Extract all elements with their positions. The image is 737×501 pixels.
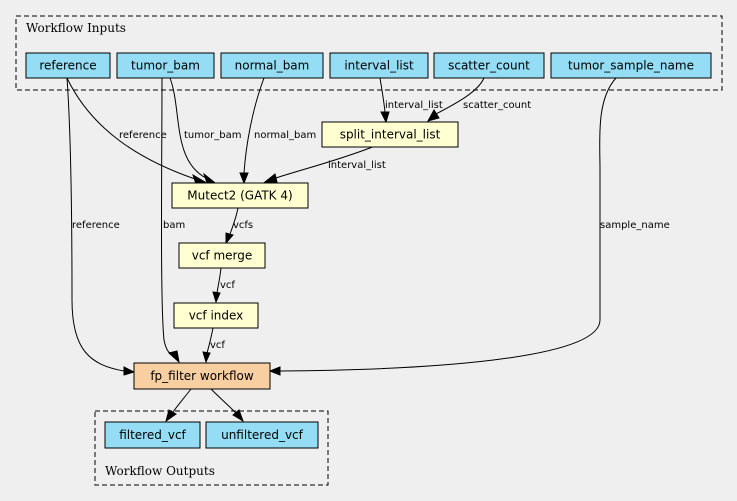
node-mutect2-label: Mutect2 (GATK 4) [187,189,292,203]
edge-label-tumor-bam: tumor_bam [184,130,241,141]
node-fp-filter-workflow[interactable]: fp_filter workflow [133,362,271,390]
node-unfiltered-vcf-label: unfiltered_vcf [221,428,304,442]
node-filtered-vcf[interactable]: filtered_vcf [104,421,201,449]
node-fp-filter-workflow-label: fp_filter workflow [150,369,254,383]
edge-interval-list-to-split: interval_list [379,77,443,124]
edge-label-interval-list: interval_list [385,100,443,111]
node-tumor-bam-label: tumor_bam [131,59,200,73]
edge-label-reference: reference [119,130,167,141]
edge-tumor-bam-to-filter: bam [161,77,185,364]
node-split-interval-list-label: split_interval_list [340,128,441,142]
edge-sample-name-to-filter: sample_name [268,77,670,376]
edge-label-vcf-merge: vcf [220,280,235,291]
node-normal-bam[interactable]: normal_bam [220,52,324,79]
workflow-outputs-label: Workflow Outputs [105,464,215,478]
node-tumor-bam[interactable]: tumor_bam [116,52,215,79]
node-tumor-sample-name-label: tumor_sample_name [568,59,694,73]
node-vcf-index-label: vcf index [189,309,244,323]
node-reference[interactable]: reference [25,52,111,79]
node-filtered-vcf-label: filtered_vcf [119,428,186,442]
edge-scatter-count-to-split: scatter_count [426,77,531,122]
workflow-inputs-cluster: Workflow Inputs [15,15,723,91]
edge-label-vcf-index: vcf [210,340,225,351]
edge-label-reference-filter: reference [72,220,120,231]
node-split-interval-list[interactable]: split_interval_list [321,121,459,148]
node-vcf-merge[interactable]: vcf merge [178,242,266,269]
edges: interval_list scatter_count reference tu… [66,77,670,423]
node-normal-bam-label: normal_bam [235,59,310,73]
edge-label-sample-name: sample_name [600,220,670,231]
edge-label-vcfs: vcfs [233,220,253,231]
node-scatter-count[interactable]: scatter_count [433,52,545,79]
edge-index-to-filter: vcf [202,327,225,364]
edge-label-bam: bam [163,220,185,231]
node-tumor-sample-name[interactable]: tumor_sample_name [550,52,712,79]
node-scatter-count-label: scatter_count [448,59,530,73]
edge-reference-to-mutect: reference [66,77,207,185]
edge-normal-bam-to-mutect: normal_bam [239,77,316,185]
edge-merge-to-index: vcf [212,267,235,304]
edge-label-split-interval-list: interval_list [328,160,386,171]
edge-filter-to-unfiltered-vcf [210,388,244,423]
edge-filter-to-filtered-vcf [165,388,192,423]
edge-label-normal-bam: normal_bam [254,130,316,141]
node-vcf-index[interactable]: vcf index [173,302,259,329]
output-nodes: filtered_vcf unfiltered_vcf [104,421,319,449]
node-reference-label: reference [39,59,96,73]
edge-tumor-bam-to-mutect: tumor_bam [169,77,241,184]
node-interval-list[interactable]: interval_list [329,52,429,79]
edge-reference-to-filter: reference [66,77,136,376]
node-mutect2[interactable]: Mutect2 (GATK 4) [171,182,309,209]
node-unfiltered-vcf[interactable]: unfiltered_vcf [205,421,319,449]
task-nodes: split_interval_list Mutect2 (GATK 4) vcf… [133,121,459,390]
edge-label-scatter-count: scatter_count [463,100,531,111]
node-vcf-merge-label: vcf merge [192,249,253,263]
edge-mutect-to-merge: vcfs [225,207,253,245]
edge-split-to-mutect: interval_list [263,145,386,183]
node-interval-list-label: interval_list [344,59,414,73]
workflow-inputs-label: Workflow Inputs [26,21,126,35]
workflow-outputs-cluster: Workflow Outputs [94,410,329,486]
input-nodes: reference tumor_bam normal_bam interval_… [25,52,712,79]
